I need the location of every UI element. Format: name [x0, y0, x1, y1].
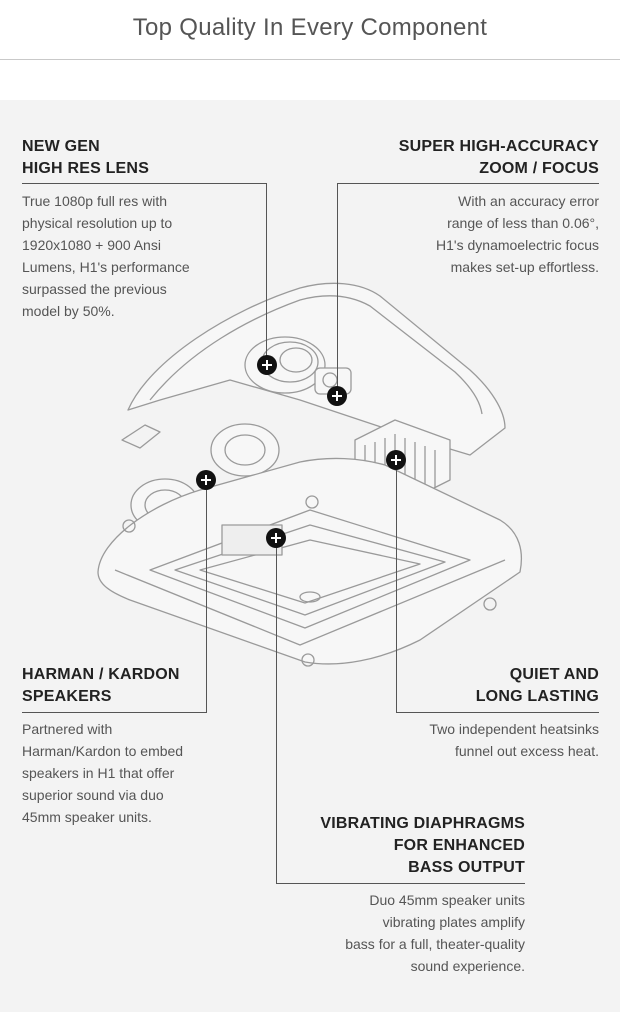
quiet-leader-vertical	[396, 460, 397, 713]
bass-leader-horizontal	[276, 883, 525, 884]
page-header: Top Quality In Every Component	[0, 0, 620, 60]
lens-description: True 1080p full res with physical resolu…	[22, 193, 190, 319]
bass-description: Duo 45mm speaker units vibrating plates …	[345, 892, 525, 974]
speakers-leader-vertical	[206, 480, 207, 713]
zoom-heading: SUPER HIGH-ACCURACY ZOOM / FOCUS	[398, 138, 599, 177]
diaphragm-hotspot-icon[interactable]	[266, 528, 286, 548]
bass-leader-vertical	[276, 538, 277, 884]
quiet-description: Two independent heatsinks funnel out exc…	[429, 721, 599, 759]
zoom-description: With an accuracy error range of less tha…	[436, 193, 599, 275]
speakers-heading: HARMAN / KARDON SPEAKERS	[22, 666, 180, 705]
speakers-leader-horizontal	[22, 712, 207, 713]
quiet-heading: QUIET AND LONG LASTING	[475, 666, 599, 705]
page-title: Top Quality In Every Component	[132, 14, 488, 41]
heatsink-hotspot-icon[interactable]	[386, 450, 406, 470]
zoom-leader-vertical	[337, 183, 338, 395]
zoom-leader-horizontal	[337, 183, 599, 184]
speaker-hotspot-icon[interactable]	[196, 470, 216, 490]
lens-leader-vertical	[266, 183, 267, 365]
header-divider	[0, 59, 620, 60]
bass-heading: VIBRATING DIAPHRAGMS FOR ENHANCED BASS O…	[320, 815, 525, 876]
lens-hotspot-icon[interactable]	[257, 355, 277, 375]
lens-leader-horizontal	[22, 183, 267, 184]
lens-heading: NEW GEN HIGH RES LENS	[22, 138, 150, 177]
speakers-description: Partnered with Harman/Kardon to embed sp…	[22, 721, 184, 825]
quiet-leader-horizontal	[396, 712, 599, 713]
zoom-hotspot-icon[interactable]	[327, 386, 347, 406]
